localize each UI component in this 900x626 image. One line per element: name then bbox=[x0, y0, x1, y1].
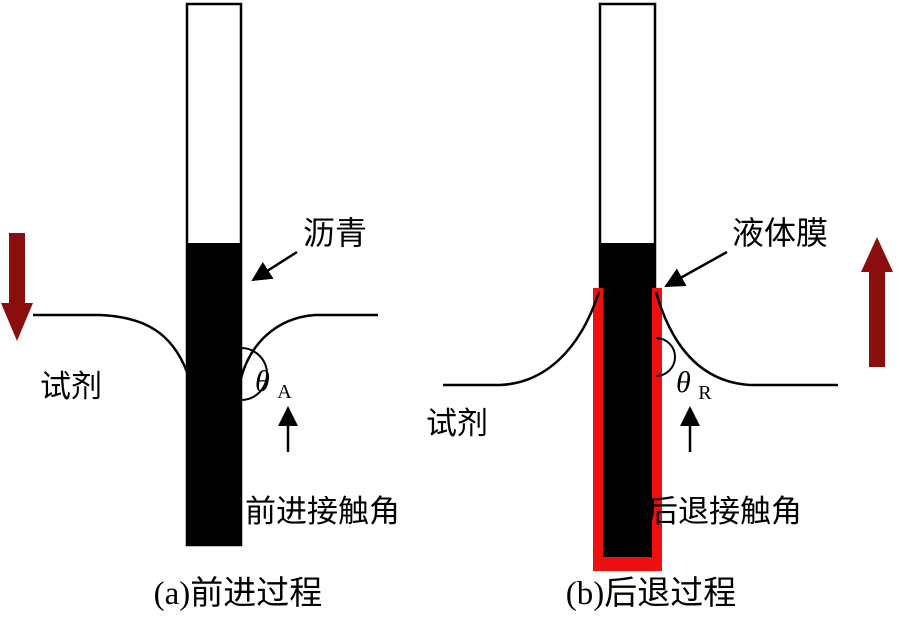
angle-symbol-b: θ R bbox=[676, 366, 712, 404]
down-motion-arrow-icon bbox=[1, 233, 33, 341]
theta-r: θ bbox=[676, 366, 691, 399]
angle-symbol-a: θ A bbox=[255, 365, 292, 403]
theta-a-subscript: A bbox=[277, 381, 292, 403]
meniscus-left-b bbox=[443, 291, 601, 387]
meniscus-left-a bbox=[33, 313, 189, 373]
panel-a-caption: (a)前进过程 bbox=[154, 575, 323, 612]
angle-arc-a bbox=[240, 347, 268, 401]
film-label: 液体膜 bbox=[732, 215, 828, 251]
up-motion-arrow-icon bbox=[861, 237, 893, 367]
film-pointer-arrow bbox=[664, 250, 728, 288]
reagent-label-b: 试剂 bbox=[426, 406, 488, 441]
angle-arc-b bbox=[655, 337, 676, 377]
bitumen-label: 沥青 bbox=[303, 215, 367, 251]
reagent-label-a: 试剂 bbox=[40, 369, 102, 404]
bitumen-coating-a bbox=[186, 243, 242, 546]
panel-b: 液体膜 试剂 θ R 后退接触角 (b)后退过程 bbox=[426, 2, 893, 612]
panel-a: 沥青 试剂 θ A 前进接触角 (a)前进过程 bbox=[1, 2, 400, 612]
bitumen-pointer-arrow bbox=[251, 250, 298, 282]
theta-r-subscript: R bbox=[698, 382, 712, 404]
meniscus-right-a bbox=[239, 313, 378, 379]
receding-angle-caption: 后退接触角 bbox=[647, 494, 802, 529]
advancing-angle-caption: 前进接触角 bbox=[245, 494, 400, 529]
theta-a: θ bbox=[255, 365, 270, 398]
bitumen-inside-film bbox=[603, 288, 652, 557]
meniscus-right-b bbox=[654, 291, 838, 387]
panel-b-caption: (b)后退过程 bbox=[566, 575, 736, 612]
